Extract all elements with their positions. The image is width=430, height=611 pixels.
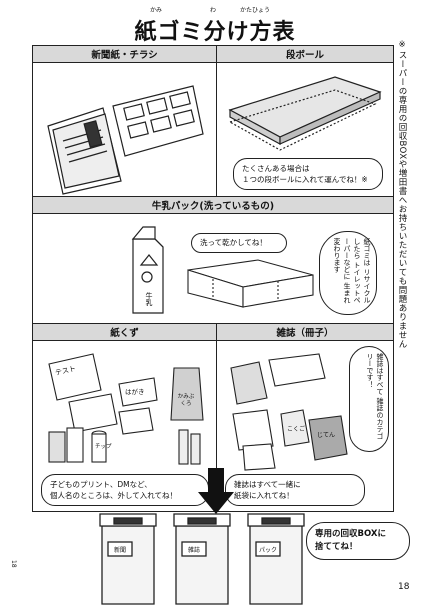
section-newspaper: 新聞紙・チラシ bbox=[32, 45, 217, 197]
bins-bubble-line1: 専用の回収BOXに bbox=[315, 529, 386, 539]
page-title: 紙ゴミ分け方表 bbox=[134, 20, 296, 45]
recycle-line2: リサイクルしたら bbox=[353, 238, 371, 304]
title-ruby-kata: かたひょう bbox=[240, 7, 271, 14]
milk-wash-text: 洗って乾かしてね！ bbox=[200, 238, 267, 247]
arrow-down-icon bbox=[198, 468, 234, 514]
side-page-number: 18 bbox=[10, 560, 17, 568]
magazine-category-line1: 雑誌はすべて bbox=[376, 353, 384, 395]
newspaper-illustration bbox=[47, 85, 204, 195]
flattened-carton-illustration bbox=[187, 259, 314, 308]
section-header-cardboard: 段ボール bbox=[217, 46, 393, 63]
milk-carton-illustration bbox=[131, 226, 164, 314]
cardboard-bubble-line1: たくさんある場合は bbox=[242, 164, 310, 173]
cardboard-bubble: たくさんある場合は １つの段ボールに入れて運んでね！※ bbox=[233, 158, 383, 190]
recycle-line3: トイレットペーパーなどに bbox=[343, 238, 361, 304]
magazine-category-bubble: 雑誌はすべて 雑誌のカテゴリーです！ bbox=[349, 346, 389, 452]
section-header-newspaper: 新聞紙・チラシ bbox=[33, 46, 216, 63]
recycle-line4: 生まれ変わります bbox=[333, 238, 351, 304]
recycle-line1: 紙ゴミは bbox=[363, 238, 371, 266]
scrap-item-chip: チップ bbox=[95, 444, 112, 450]
section-header-scrap: 紙くず bbox=[33, 324, 216, 341]
bins-bubble-line2: 捨ててね！ bbox=[315, 542, 358, 552]
scrap-item-hagaki: はがき bbox=[125, 388, 145, 396]
cardboard-bubble-line2: １つの段ボールに入れて運んでね！※ bbox=[242, 175, 368, 184]
scrap-bubble-line1: 子どものプリント、DMなど、 bbox=[50, 480, 152, 489]
magazine-bubble-line1: 雑誌はすべて一緒に bbox=[234, 480, 301, 489]
bin-label-newspaper: 新聞 bbox=[113, 547, 126, 554]
recycling-bins-illustration bbox=[99, 513, 305, 605]
title-ruby-wa: わ bbox=[210, 7, 217, 14]
magazine-bubble: 雑誌はすべて一緒に 紙袋に入れてね！ bbox=[225, 474, 365, 506]
bin-label-magazine: 雑誌 bbox=[187, 547, 200, 554]
magazine-bubble-line2: 紙袋に入れてね！ bbox=[234, 491, 294, 500]
carton-label: 牛乳 bbox=[145, 292, 153, 306]
magazine-category-line2: 雑誌のカテゴリーです！ bbox=[366, 353, 384, 440]
section-header-magazine: 雑誌（冊子） bbox=[217, 324, 393, 341]
magazine-item-jisho: じてん bbox=[317, 432, 336, 439]
bins-bubble: 専用の回収BOXに 捨ててね！ bbox=[306, 522, 410, 560]
section-cardboard: 段ボール たくさんある場合は １つの段ボールに入れて運んでね！※ bbox=[216, 45, 394, 197]
magazine-illustration bbox=[230, 353, 348, 471]
section-header-milk: 牛乳パック(洗っているもの) bbox=[33, 197, 393, 214]
section-scrap: 紙くず テスト はがき かみぶくろ チップ 子どものプリント、DMなど、 個人名… bbox=[32, 323, 217, 512]
side-note: ※スーパーの専用の回収BOXや増田書へお持ちいただいても問題ありません bbox=[397, 40, 407, 349]
section-magazine: 雑誌（冊子） こくご じてん 雑誌はすべて 雑誌のカテゴリーです！ 雑誌はすべて… bbox=[216, 323, 394, 512]
scrap-item-bag: かみぶくろ bbox=[177, 394, 195, 407]
magazine-item-kokugo: こくご bbox=[287, 426, 306, 433]
scrap-paper-illustration bbox=[48, 353, 204, 465]
cardboard-illustration bbox=[228, 76, 382, 151]
scrap-bubble-line2: 個人名のところは、外して入れてね！ bbox=[50, 491, 178, 500]
recycle-bubble: 紙ゴミは リサイクルしたら トイレットペーパーなどに 生まれ変わります bbox=[319, 231, 377, 315]
bin-label-pack: パック bbox=[258, 547, 277, 554]
page-number: 18 bbox=[398, 582, 410, 592]
milk-wash-bubble: 洗って乾かしてね！ bbox=[191, 233, 287, 253]
scrap-bubble: 子どものプリント、DMなど、 個人名のところは、外して入れてね！ bbox=[41, 474, 209, 506]
title-ruby-kami: かみ bbox=[150, 7, 163, 14]
section-milk: 牛乳パック(洗っているもの) 牛乳 洗って乾かしてね！ 紙ゴミは リサイクルした… bbox=[32, 196, 394, 324]
